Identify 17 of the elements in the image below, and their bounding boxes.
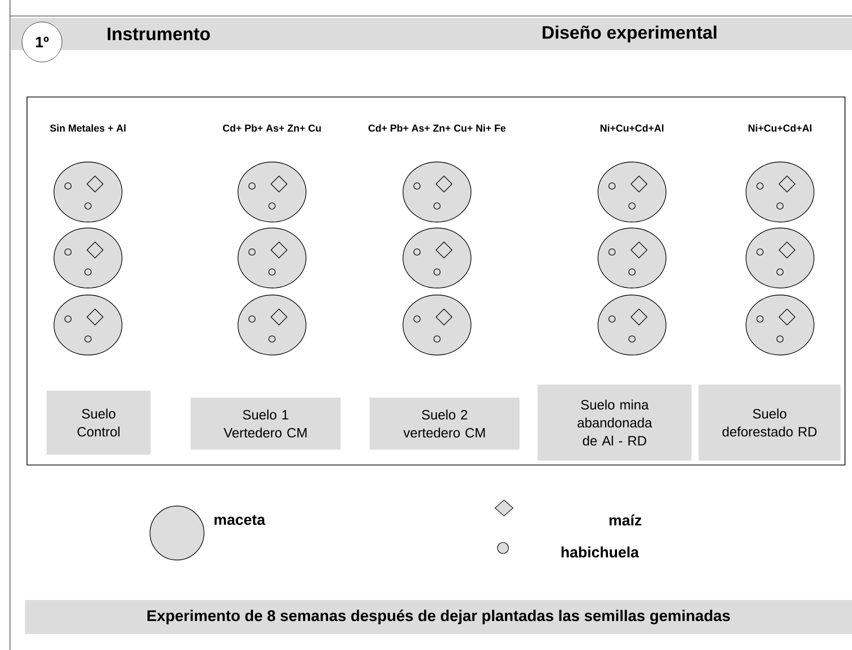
column-label: Cd+ Pb+ As+ Zn+ Cu+ Ni+ Fe: [368, 124, 506, 132]
footer-band: Experimento de 8 semanas después de dejar plantadas las semillas geminadas: [25, 600, 852, 634]
soil-box: Suelo deforestado RD: [698, 384, 841, 461]
legend-text: maceta: [214, 515, 266, 525]
soil-box: Suelo 1 Vertedero CM: [190, 398, 341, 450]
soil-box: Suelo 2 vertedero CM: [370, 398, 520, 450]
column-label: Ni+Cu+Cd+Al: [748, 124, 812, 132]
frame-box: [26, 96, 846, 466]
column-label: Sin Metales + Al: [50, 124, 126, 132]
legend-text: maíz: [610, 514, 642, 526]
header-title: Instrumento: [108, 28, 210, 40]
soil-box: Suelo mina abandonada de Al - RD: [538, 384, 692, 461]
legend-text: habichuela: [562, 546, 639, 558]
soil-box: Suelo Control: [46, 390, 151, 455]
column-label: Ni+Cu+Cd+Al: [600, 124, 664, 132]
column-label: Cd+ Pb+ As+ Zn+ Cu: [222, 124, 321, 132]
header-title: Diseño experimental: [542, 26, 716, 42]
